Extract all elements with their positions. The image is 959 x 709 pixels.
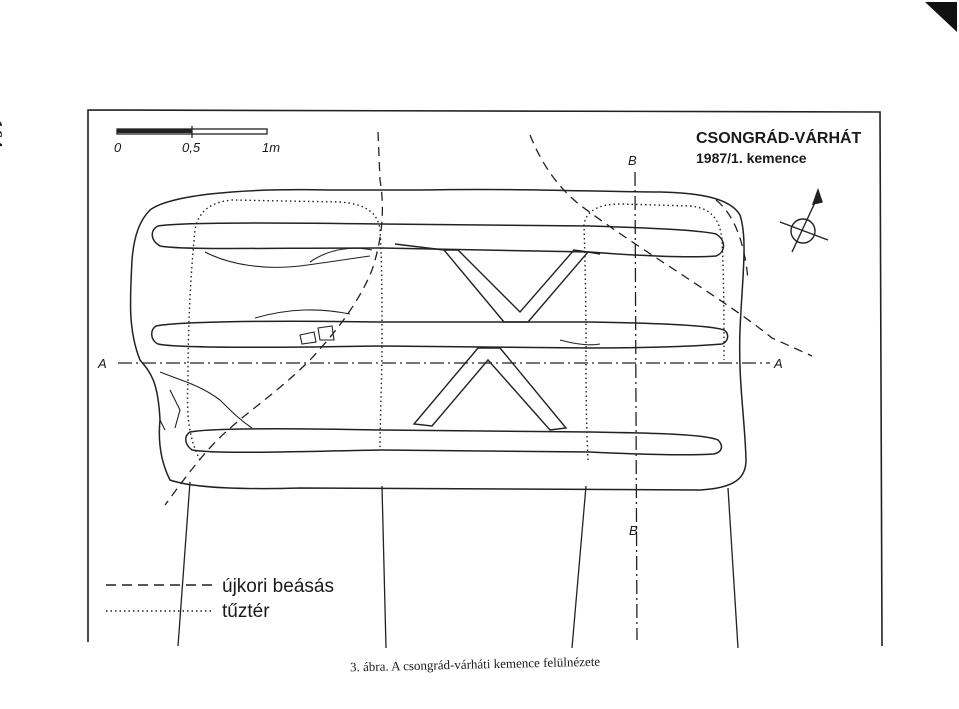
kiln-channels [151,222,729,456]
corner-triangle-mark [925,2,957,32]
legend-label-modern-pit: újkori beásás [222,576,334,597]
modern-pit-outlines [164,131,813,506]
scale-bar [116,126,268,138]
kiln-cross-flues [394,243,601,431]
figure-title: CSONGRÁD-VÁRHÁT [696,128,862,147]
section-label-a-left: A [97,356,107,371]
section-label-a-right: A [773,356,783,371]
scale-label-0: 0 [114,140,122,155]
scale-label-1m: 1m [262,140,280,155]
section-line-b [634,171,638,641]
scale-label-half: 0,5 [182,140,201,155]
north-arrow-icon [779,187,829,253]
section-label-b-top: B [628,153,637,168]
kiln-outline [129,188,747,491]
legend-label-fire-chamber: tűztér [222,601,270,622]
figure-subtitle: 1987/1. kemence [696,150,807,166]
figure-frame [87,109,883,647]
projection-lines [177,481,739,649]
kiln-surface-details [159,247,601,431]
fire-chamber-outlines [186,199,725,461]
section-label-b-bottom: B [629,523,638,538]
